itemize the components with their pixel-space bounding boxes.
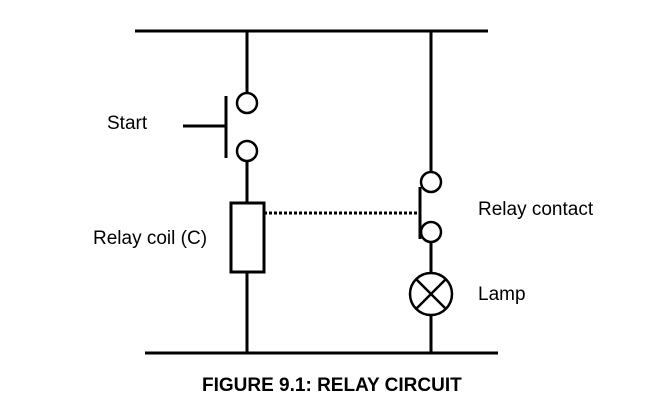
lamp-label: Lamp (478, 284, 526, 305)
lamp-cross-2 (415, 278, 447, 310)
relay-contact-label: Relay contact (478, 199, 594, 220)
relay-coil-box (229, 201, 266, 274)
lamp-icon (408, 271, 454, 317)
start-switch-upper-terminal (235, 91, 259, 115)
start-label: Start (107, 113, 148, 134)
relay-coil-label: Relay coil (C) (93, 228, 207, 249)
start-switch (183, 91, 259, 163)
figure-caption: FIGURE 9.1: RELAY CIRCUIT (202, 375, 462, 396)
start-switch-lower-terminal (235, 139, 259, 163)
relay-contact-lower-terminal (419, 220, 443, 244)
relay-contact (418, 170, 443, 244)
relay-contact-upper-terminal (419, 170, 443, 194)
right-branch (408, 31, 454, 353)
left-branch (183, 31, 266, 353)
